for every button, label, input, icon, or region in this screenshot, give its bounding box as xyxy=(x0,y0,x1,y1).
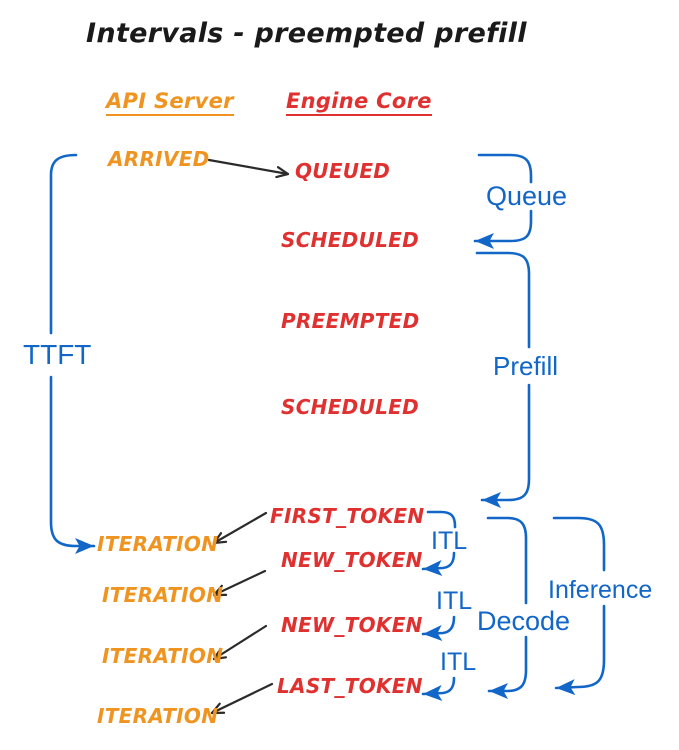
iteration-event-1: ITERATION xyxy=(97,532,219,556)
ttft-bracket xyxy=(49,153,96,554)
iteration-event-2: ITERATION xyxy=(102,583,224,607)
new-token1-to-iteration-arrow xyxy=(212,569,267,597)
scheduled-event-2: SCHEDULED xyxy=(281,395,420,419)
ttft-interval-label: TTFT xyxy=(23,339,92,370)
decode-interval-label: Decode xyxy=(477,606,571,636)
itl-interval-label-1: ITL xyxy=(431,527,468,555)
arrived-to-queued-arrow xyxy=(207,158,290,179)
preempted-event: PREEMPTED xyxy=(281,309,420,333)
prefill-bracket xyxy=(475,251,531,508)
itl-interval-label-2: ITL xyxy=(436,587,473,615)
inference-interval-label: Inference xyxy=(548,576,653,604)
queue-bracket xyxy=(473,153,533,249)
arrived-event: ARRIVED xyxy=(108,147,210,171)
itl-interval-label-3: ITL xyxy=(440,648,477,676)
inference-bracket xyxy=(552,516,606,696)
scheduled-event-1: SCHEDULED xyxy=(281,228,420,252)
last-token-event: LAST_TOKEN xyxy=(277,674,423,698)
prefill-interval-label: Prefill xyxy=(493,351,559,381)
last-token-to-iteration-arrow xyxy=(210,682,274,715)
itl-bracket-2 xyxy=(421,615,456,642)
api-server-column-header: API Server xyxy=(106,91,234,116)
iteration-event-4: ITERATION xyxy=(97,704,219,728)
itl-bracket-3 xyxy=(421,676,456,702)
itl-bracket-1 xyxy=(421,510,457,577)
engine-core-column-header: Engine Core xyxy=(286,91,432,116)
diagram-title: Intervals - preempted prefill xyxy=(86,18,527,49)
queue-interval-label: Queue xyxy=(486,181,568,211)
first-token-event: FIRST_TOKEN xyxy=(270,504,425,528)
decode-bracket xyxy=(486,516,528,699)
iteration-event-3: ITERATION xyxy=(102,644,224,668)
new-token-event-1: NEW_TOKEN xyxy=(281,548,423,572)
new-token-event-2: NEW_TOKEN xyxy=(281,613,423,637)
new-token2-to-iteration-arrow xyxy=(212,624,268,661)
first-token-to-iteration-arrow xyxy=(212,511,268,545)
queued-event: QUEUED xyxy=(295,159,391,183)
